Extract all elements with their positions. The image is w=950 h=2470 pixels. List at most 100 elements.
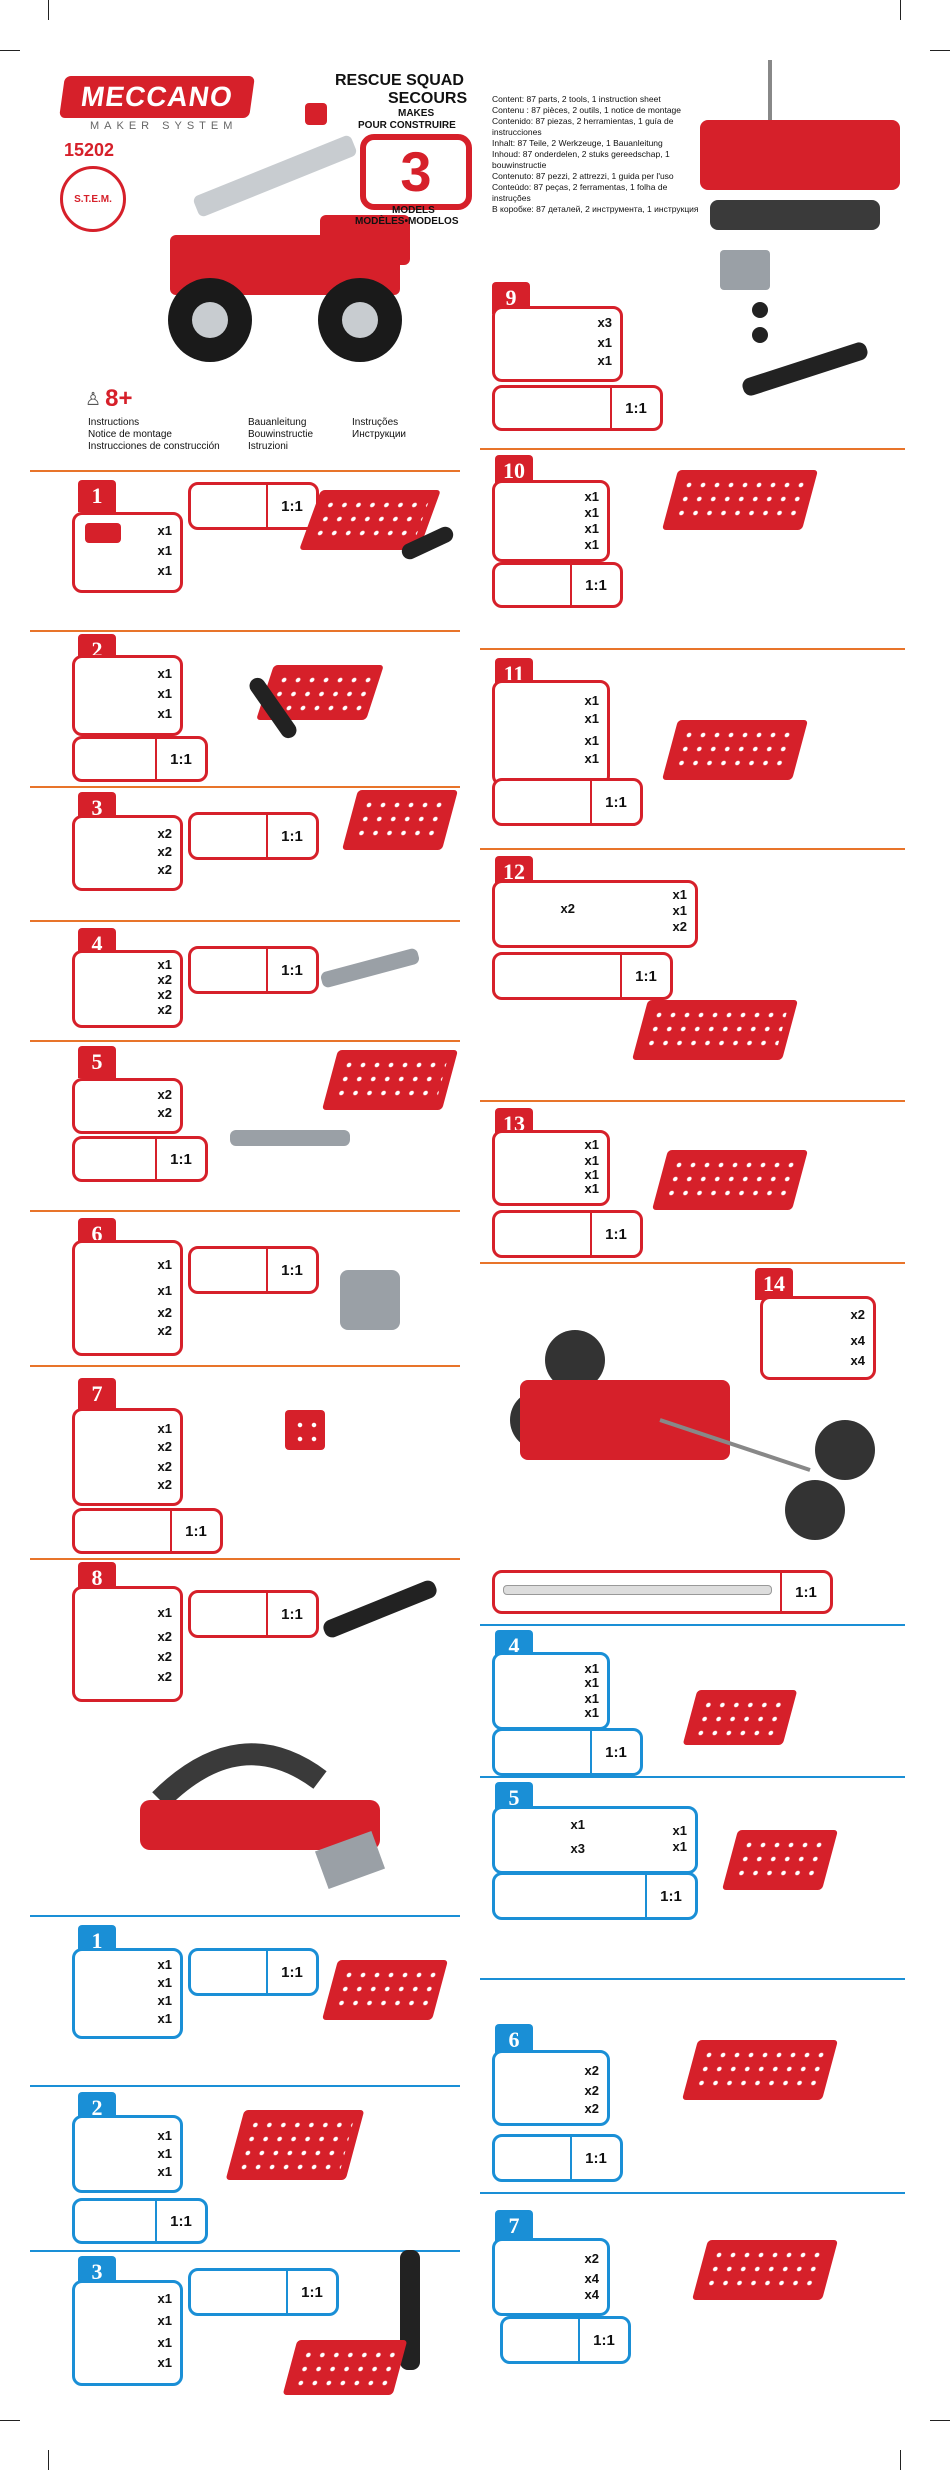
qty-label: x1: [584, 1661, 599, 1676]
part-plate: [651, 1150, 809, 1210]
qty-label: x1: [157, 2291, 172, 2306]
parts-box: x1 x1 x2 x2: [72, 1240, 183, 1356]
qty-label: x1: [157, 1283, 172, 1298]
divider: [480, 1100, 905, 1102]
divider: [480, 848, 905, 850]
instructions-col-3: Instruções Инструкции: [352, 417, 452, 441]
qty-label: x2: [157, 1323, 172, 1338]
scale-label: 1:1: [266, 485, 316, 527]
contents-line: Contenuto: 87 pezzi, 2 attrezzi, 1 guida…: [492, 171, 674, 181]
scale-label: 1:1: [590, 781, 640, 823]
part-plate: [681, 2040, 839, 2100]
parts-box: x2 x4 x4: [760, 1296, 876, 1380]
qty-label: x3: [570, 1841, 585, 1856]
axle-part: [503, 1585, 772, 1595]
axle-scale: 1:1: [492, 1570, 833, 1614]
part-plate: [682, 1690, 798, 1745]
person-icon: ♙: [85, 388, 102, 409]
qty-label: x1: [157, 1257, 172, 1272]
screw-scale: 1:1: [492, 1210, 643, 1258]
qty-label: x2: [157, 1477, 172, 1492]
divider: [30, 920, 460, 922]
crop-mark: [900, 0, 901, 20]
scale-label: 1:1: [645, 1875, 695, 1917]
crop-mark: [930, 50, 950, 51]
qty-label: x2: [157, 826, 172, 841]
screw-scale: 1:1: [188, 482, 319, 530]
qty-label: x1: [584, 711, 599, 726]
qty-label: x1: [584, 693, 599, 708]
qty-label: x1: [584, 1705, 599, 1720]
part-strip: [230, 1130, 350, 1146]
qty-label: x2: [157, 1087, 172, 1102]
screw-scale: 1:1: [188, 2268, 339, 2316]
qty-label: x4: [850, 1353, 865, 1368]
crop-mark: [900, 2450, 901, 2470]
model-count-badge: 3: [360, 134, 472, 210]
stem-label: S.T.E.M.: [74, 193, 112, 205]
part-plate: [631, 1000, 799, 1060]
crop-mark: [48, 2450, 49, 2470]
scale-label: 1:1: [155, 2201, 205, 2241]
qty-label: x1: [584, 537, 599, 552]
part-strip: [319, 947, 421, 989]
title-line1: RESCUE SQUAD: [335, 72, 464, 89]
instructions-label: Bouwinstructie: [248, 429, 314, 440]
scale-label: 1:1: [170, 1511, 220, 1551]
step-number: 7: [78, 1378, 116, 1410]
scale-label: 1:1: [780, 1573, 830, 1611]
divider: [30, 2085, 460, 2087]
contents-line: Contenu : 87 pièces, 2 outils, 1 notice …: [492, 105, 682, 115]
scale-label: 1:1: [266, 1951, 316, 1993]
qty-label: x2: [560, 901, 575, 916]
screw-scale: 1:1: [72, 1136, 208, 1182]
instructions-label: Инструкции: [352, 429, 407, 440]
parts-box: x1 x2 x2 x2: [72, 1408, 183, 1506]
qty-label: x1: [157, 1957, 172, 1972]
model2-photo: [140, 1743, 386, 1890]
divider: [480, 1776, 905, 1778]
scale-label: 1:1: [286, 2271, 336, 2313]
qty-label: x1: [157, 2128, 172, 2143]
parts-box: x1 x2 x2 x2: [72, 1586, 183, 1702]
qty-label: x1: [157, 543, 172, 558]
instructions-col-1: Instructions Notice de montage Instrucci…: [88, 417, 248, 453]
qty-label: x2: [157, 1305, 172, 1320]
step-number: 14: [755, 1268, 793, 1300]
scale-label: 1:1: [266, 1593, 316, 1635]
part-plate: [321, 1050, 459, 1110]
instructions-label: Bauanleitung: [248, 417, 307, 428]
scale-label: 1:1: [266, 1249, 316, 1291]
qty-label: x1: [157, 1975, 172, 1990]
part-plate: [225, 2110, 365, 2180]
contents-line: Contenido: 87 piezas, 2 herramientas, 1 …: [492, 116, 674, 137]
crop-mark: [930, 2420, 950, 2421]
screw-scale: 1:1: [492, 952, 673, 1000]
qty-label: x1: [157, 2146, 172, 2161]
scale-label: 1:1: [590, 1213, 640, 1255]
instructions-label: Instrucciones de construcción: [88, 441, 220, 452]
qty-label: x1: [597, 335, 612, 350]
divider: [480, 1262, 905, 1264]
contents-line: Content: 87 parts, 2 tools, 1 instructio…: [492, 94, 661, 104]
qty-label: x1: [157, 666, 172, 681]
qty-label: x2: [157, 987, 172, 1002]
screw-scale: 1:1: [188, 1590, 319, 1638]
model-count: 3: [400, 140, 432, 203]
age-label: 8+: [105, 385, 133, 412]
step-number: 1: [78, 480, 116, 512]
screw-scale: 1:1: [492, 778, 643, 826]
qty-label: x1: [157, 2355, 172, 2370]
screw-scale: 1:1: [492, 1872, 698, 1920]
qty-label: x2: [157, 1105, 172, 1120]
parts-box: x1 x1 x1: [72, 2115, 183, 2193]
screw-scale: 1:1: [492, 1728, 643, 1776]
scale-label: 1:1: [155, 739, 205, 779]
qty-label: x1: [597, 353, 612, 368]
qty-label: x1: [672, 887, 687, 902]
scale-label: 1:1: [570, 565, 620, 605]
build-illustration-top: [700, 60, 900, 396]
screw-scale: 1:1: [72, 1508, 223, 1554]
logo-subtitle: MAKER SYSTEM: [90, 120, 238, 132]
qty-label: x2: [157, 844, 172, 859]
